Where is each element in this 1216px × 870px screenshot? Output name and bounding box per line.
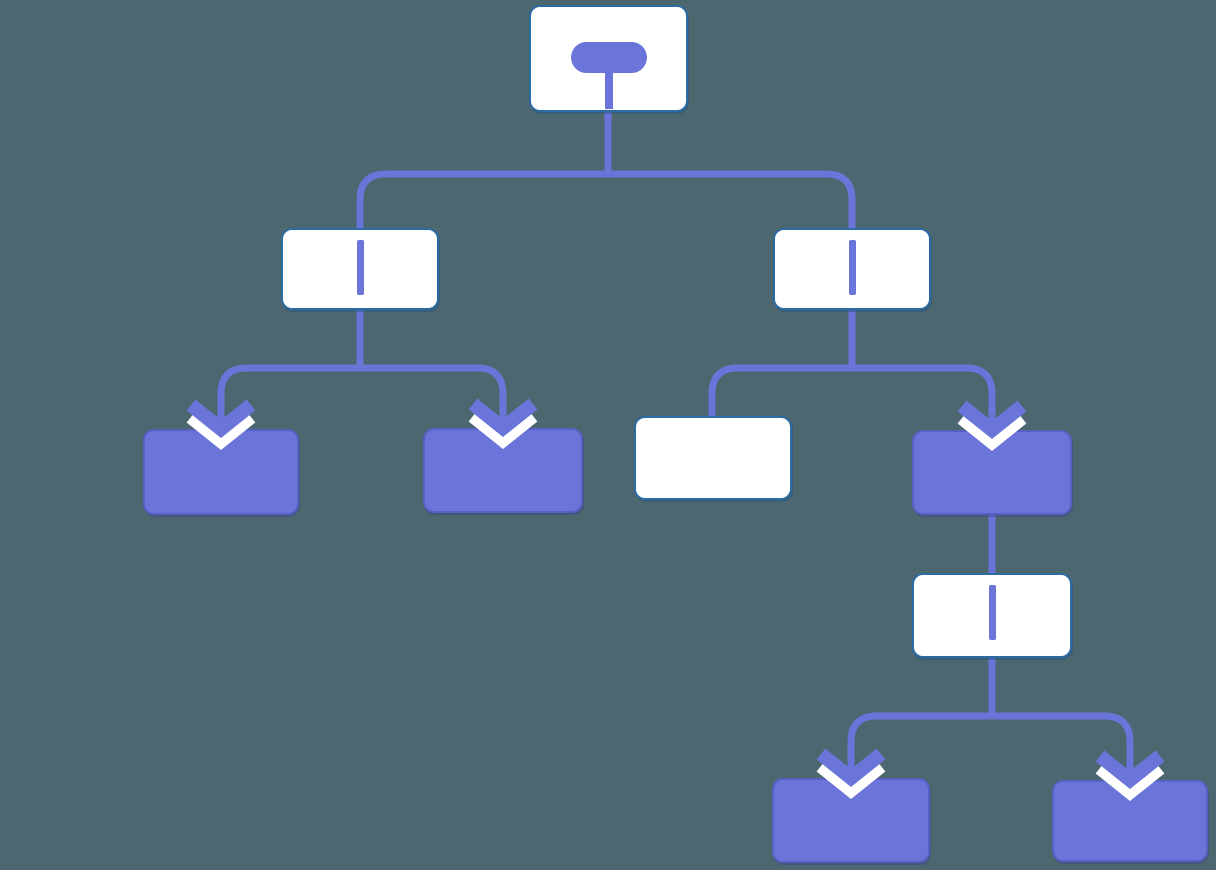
divider-bar [356, 240, 364, 295]
flow-node-root[interactable] [529, 5, 688, 112]
capsule-stem [604, 71, 613, 109]
connector-e-root-branches [356, 112, 856, 228]
connector-e-left-subtree [217, 310, 507, 412]
flow-node-branch-left[interactable] [281, 228, 439, 310]
flow-node-branch-right[interactable] [773, 228, 931, 310]
flow-node-branch-bottom[interactable] [912, 573, 1072, 658]
flow-node-plain-1[interactable] [634, 416, 792, 500]
arrow-down-icon [816, 746, 886, 799]
arrow-down-icon [468, 396, 538, 449]
arrow-down-icon [957, 398, 1027, 451]
capsule-shape [570, 42, 647, 73]
arrow-down-icon [186, 397, 256, 450]
divider-bar [848, 240, 856, 295]
connector-e-right-subtree [708, 310, 996, 416]
connector-e-bottom-subtree [847, 658, 1134, 762]
arrow-down-icon [1095, 748, 1165, 801]
divider-bar [988, 585, 996, 640]
